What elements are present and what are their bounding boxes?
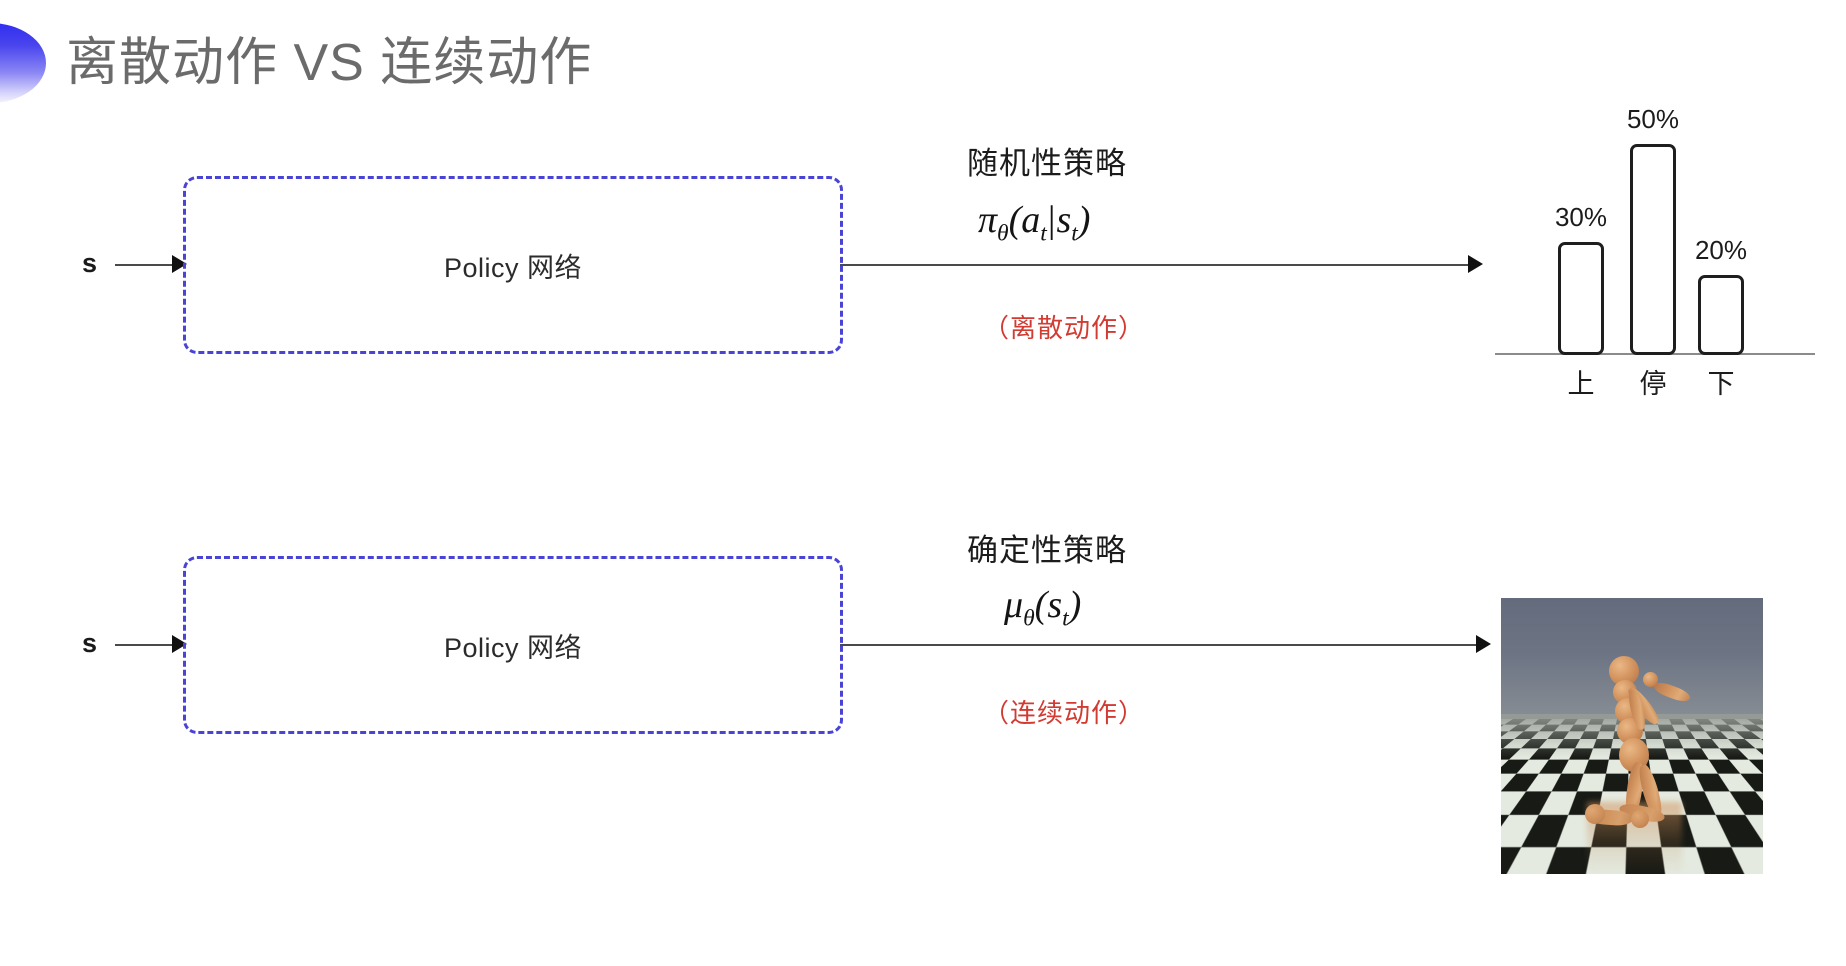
formula-open-paren: ( bbox=[1034, 584, 1048, 626]
formula-sub-theta: θ bbox=[997, 220, 1009, 247]
formula-arg2: s bbox=[1056, 199, 1072, 241]
humanoid-left-hand bbox=[1643, 672, 1658, 687]
output-arrow-head-discrete bbox=[1468, 255, 1483, 273]
policy-network-box-discrete[interactable]: Policy 网络 bbox=[183, 176, 843, 354]
bar-category-1: 停 bbox=[1639, 369, 1667, 399]
policy-network-box-continuous[interactable]: Policy 网络 bbox=[183, 556, 843, 734]
bar-rect-0[interactable] bbox=[1558, 242, 1604, 355]
formula-close-paren: ) bbox=[1077, 199, 1091, 241]
formula-sub-theta: θ bbox=[1023, 605, 1035, 632]
bar-rect-2[interactable] bbox=[1698, 275, 1744, 355]
policy-kind-deterministic: 确定性策略 bbox=[967, 533, 1127, 568]
formula-sub1: t bbox=[1062, 605, 1069, 632]
policy-formula-deterministic: μθ(st) bbox=[1004, 583, 1081, 633]
formula-bar: | bbox=[1047, 199, 1056, 241]
simulation-floor-reflection bbox=[1587, 802, 1682, 874]
bar-column-0[interactable]: 30% 上 bbox=[1554, 100, 1608, 399]
formula-sub2: t bbox=[1071, 220, 1078, 247]
input-arrow-line-discrete bbox=[115, 264, 183, 266]
output-arrow-line-discrete bbox=[840, 264, 1478, 266]
discrete-action-bar-chart: 30% 上 50% 停 20% 下 bbox=[1495, 100, 1820, 400]
policy-kind-stochastic: 随机性策略 bbox=[967, 146, 1127, 181]
bar-category-0: 上 bbox=[1567, 369, 1595, 399]
formula-open-paren: ( bbox=[1008, 199, 1022, 241]
policy-network-label-continuous: Policy 网络 bbox=[443, 632, 583, 663]
half-circle-gradient-icon bbox=[0, 23, 46, 103]
formula-sub1: t bbox=[1040, 220, 1047, 247]
bar-value-0: 30% bbox=[1554, 202, 1608, 232]
action-note-continuous: （连续动作） bbox=[983, 698, 1146, 728]
input-state-label-continuous: s bbox=[82, 628, 98, 658]
slide-title-bar: 离散动作 VS 连续动作 bbox=[0, 18, 592, 108]
bar-column-2[interactable]: 20% 下 bbox=[1694, 100, 1748, 399]
input-state-label-discrete: s bbox=[82, 248, 98, 278]
input-arrow-line-continuous bbox=[115, 644, 183, 646]
formula-fn: π bbox=[978, 199, 998, 241]
policy-network-label-discrete: Policy 网络 bbox=[443, 252, 583, 283]
action-note-discrete: （离散动作） bbox=[983, 313, 1146, 343]
output-arrow-line-continuous bbox=[840, 644, 1485, 646]
formula-fn: μ bbox=[1004, 584, 1024, 626]
formula-close-paren: ) bbox=[1068, 584, 1082, 626]
page-title: 离散动作 VS 连续动作 bbox=[66, 34, 593, 92]
formula-arg1: s bbox=[1047, 584, 1063, 626]
output-arrow-head-continuous bbox=[1476, 635, 1491, 653]
humanoid-simulation-image bbox=[1501, 598, 1763, 874]
formula-arg1: a bbox=[1021, 199, 1041, 241]
policy-formula-stochastic: πθ(at|st) bbox=[978, 198, 1090, 248]
bar-column-1[interactable]: 50% 停 bbox=[1626, 100, 1680, 399]
bar-value-2: 20% bbox=[1694, 235, 1748, 265]
bar-rect-1[interactable] bbox=[1630, 144, 1676, 355]
bar-category-2: 下 bbox=[1707, 369, 1735, 399]
bar-value-1: 50% bbox=[1626, 104, 1680, 134]
